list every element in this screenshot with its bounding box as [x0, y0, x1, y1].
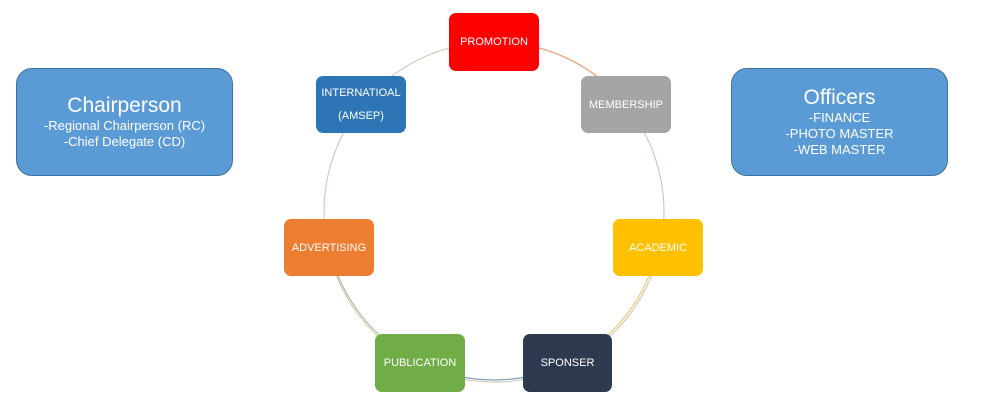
cycle-node-label: PROMOTION: [460, 36, 528, 48]
cycle-node-publication: PUBLICATION: [375, 334, 465, 392]
cycle-node-label: INTERNATIOAL: [321, 87, 401, 99]
cycle-node-sublabel: (AMSEP): [338, 110, 384, 122]
chairperson-item: -Chief Delegate (CD): [63, 134, 186, 149]
officers-title: Officers: [803, 86, 876, 109]
cycle-node-advertising: ADVERTISING: [284, 219, 374, 276]
cycle-node-label: ACADEMIC: [628, 241, 688, 254]
cycle-node-sponser: SPONSER: [523, 334, 612, 392]
chairperson-box: Chairperson -Regional Chairperson (RC) -…: [16, 68, 233, 176]
cycle-node-label: ADVERTISING: [291, 241, 367, 254]
officers-item: -FINANCE: [808, 110, 871, 125]
cycle-node-label: MEMBERSHIP: [589, 98, 663, 111]
cycle-node-membership: MEMBERSHIP: [581, 76, 671, 133]
cycle-node-promotion: PROMOTION: [449, 13, 539, 71]
cycle-node-label: PUBLICATION: [383, 357, 457, 369]
cycle-node-label: SPONSER: [540, 357, 595, 369]
cycle-node-academic: ACADEMIC: [613, 219, 703, 276]
chairperson-title: Chairperson: [67, 94, 182, 117]
officers-box: Officers -FINANCE -PHOTO MASTER -WEB MAS…: [731, 68, 948, 176]
chairperson-item: -Regional Chairperson (RC): [43, 118, 206, 133]
officers-item: -PHOTO MASTER: [785, 126, 894, 141]
officers-item: -WEB MASTER: [793, 142, 886, 157]
cycle-node-internatioal: INTERNATIOAL (AMSEP): [316, 76, 406, 133]
